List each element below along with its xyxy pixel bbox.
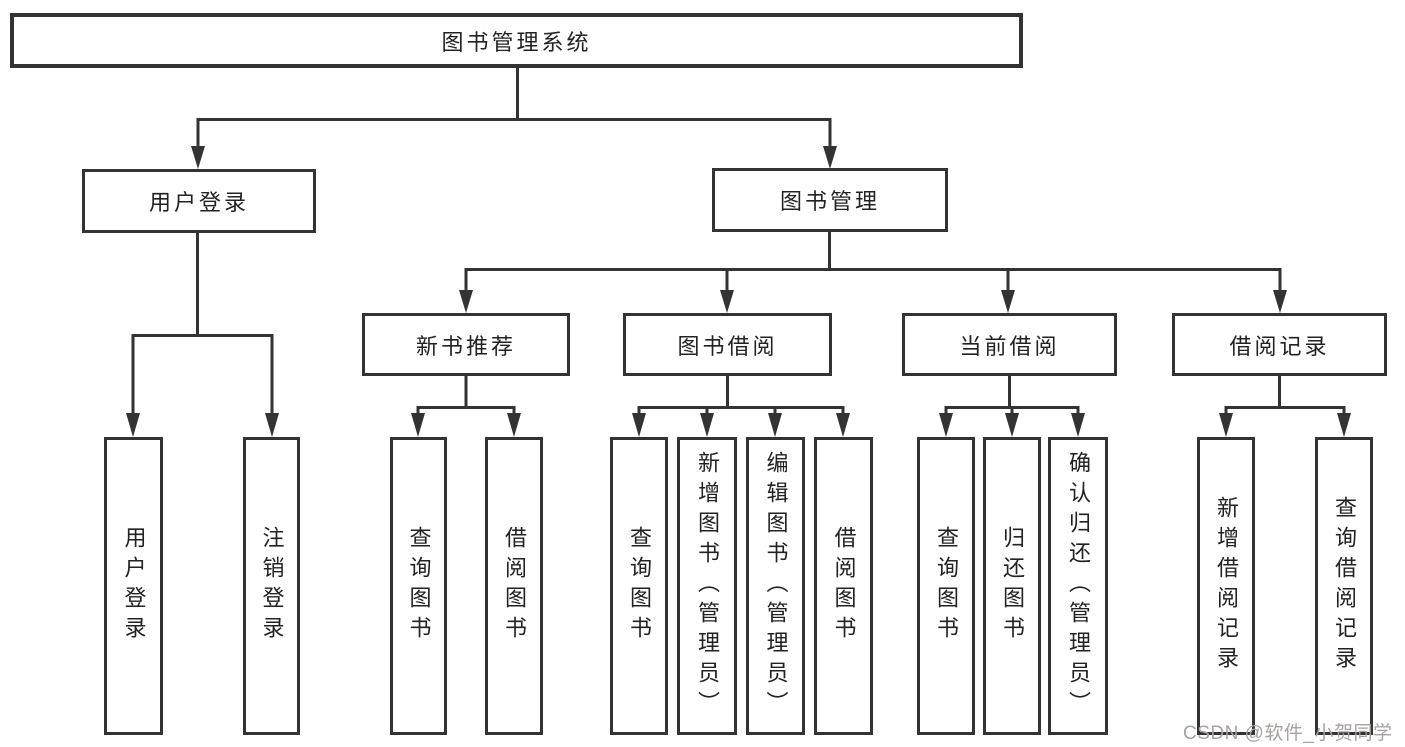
node-label: 新书推荐 bbox=[415, 333, 516, 359]
leaf-records-query-record: 查询借阅记录 bbox=[1315, 437, 1373, 735]
node-book-borrowing: 图书借阅 bbox=[623, 313, 832, 376]
edge-current-borrow-children bbox=[939, 376, 1085, 437]
node-label: 用户登录 bbox=[148, 190, 249, 215]
leaf-borrowing-add-books-admin: 新增图书（管理员） bbox=[677, 437, 737, 735]
leaf-current-confirm-return-admin: 确认归还（管理员） bbox=[1048, 437, 1108, 735]
node-user-login: 用户登录 bbox=[82, 169, 316, 233]
leaf-current-query-books: 查询图书 bbox=[917, 437, 975, 735]
leaf-recommend-borrow-books: 借阅图书 bbox=[485, 437, 543, 735]
node-label: 注销登录 bbox=[259, 526, 285, 646]
node-label: 当前借阅 bbox=[959, 333, 1060, 359]
node-label: 图书借阅 bbox=[677, 333, 778, 359]
node-label: 图书管理 bbox=[779, 189, 880, 214]
leaf-current-return-books: 归还图书 bbox=[983, 437, 1041, 735]
leaf-user-login: 用户登录 bbox=[104, 437, 163, 735]
edge-book-mgmt-children bbox=[459, 232, 1287, 313]
edge-book-borrow-children bbox=[632, 376, 850, 437]
node-label: 用户登录 bbox=[121, 526, 147, 646]
leaf-recommend-query-books: 查询图书 bbox=[390, 437, 447, 735]
node-book-management: 图书管理 bbox=[712, 168, 948, 232]
node-library-management-system: 图书管理系统 bbox=[10, 13, 1023, 68]
edge-user-login-children bbox=[126, 233, 279, 437]
csdn-watermark: CSDN @软件_小贺同学 bbox=[1183, 723, 1393, 744]
node-label: 借阅记录 bbox=[1229, 333, 1330, 359]
leaf-borrowing-query-books: 查询图书 bbox=[610, 437, 668, 735]
node-label: 确认归还（管理员） bbox=[1066, 451, 1091, 721]
edge-root-to-level2 bbox=[191, 68, 837, 169]
edge-new-book-children bbox=[411, 376, 521, 437]
node-label: 编辑图书（管理员） bbox=[763, 451, 789, 721]
leaf-borrowing-edit-books-admin: 编辑图书（管理员） bbox=[746, 437, 805, 735]
node-current-borrowing: 当前借阅 bbox=[902, 313, 1117, 376]
node-label: 图书管理系统 bbox=[441, 29, 592, 55]
node-label: 新增图书（管理员） bbox=[695, 451, 720, 721]
node-label: 查询图书 bbox=[406, 526, 432, 646]
node-borrowing-records: 借阅记录 bbox=[1172, 313, 1387, 376]
edge-borrow-records-children bbox=[1219, 376, 1351, 437]
node-label: 借阅图书 bbox=[831, 526, 857, 646]
node-new-book-recommend: 新书推荐 bbox=[362, 313, 570, 376]
leaf-borrowing-borrow-books: 借阅图书 bbox=[814, 437, 873, 735]
node-label: 查询图书 bbox=[627, 526, 652, 646]
node-label: 查询图书 bbox=[934, 526, 959, 646]
node-label: 借阅图书 bbox=[502, 526, 527, 646]
node-label: 查询借阅记录 bbox=[1332, 496, 1357, 676]
leaf-records-add-record: 新增借阅记录 bbox=[1197, 437, 1255, 735]
node-label: 新增借阅记录 bbox=[1214, 496, 1239, 676]
leaf-logout: 注销登录 bbox=[243, 437, 300, 735]
node-label: 归还图书 bbox=[1000, 526, 1025, 646]
